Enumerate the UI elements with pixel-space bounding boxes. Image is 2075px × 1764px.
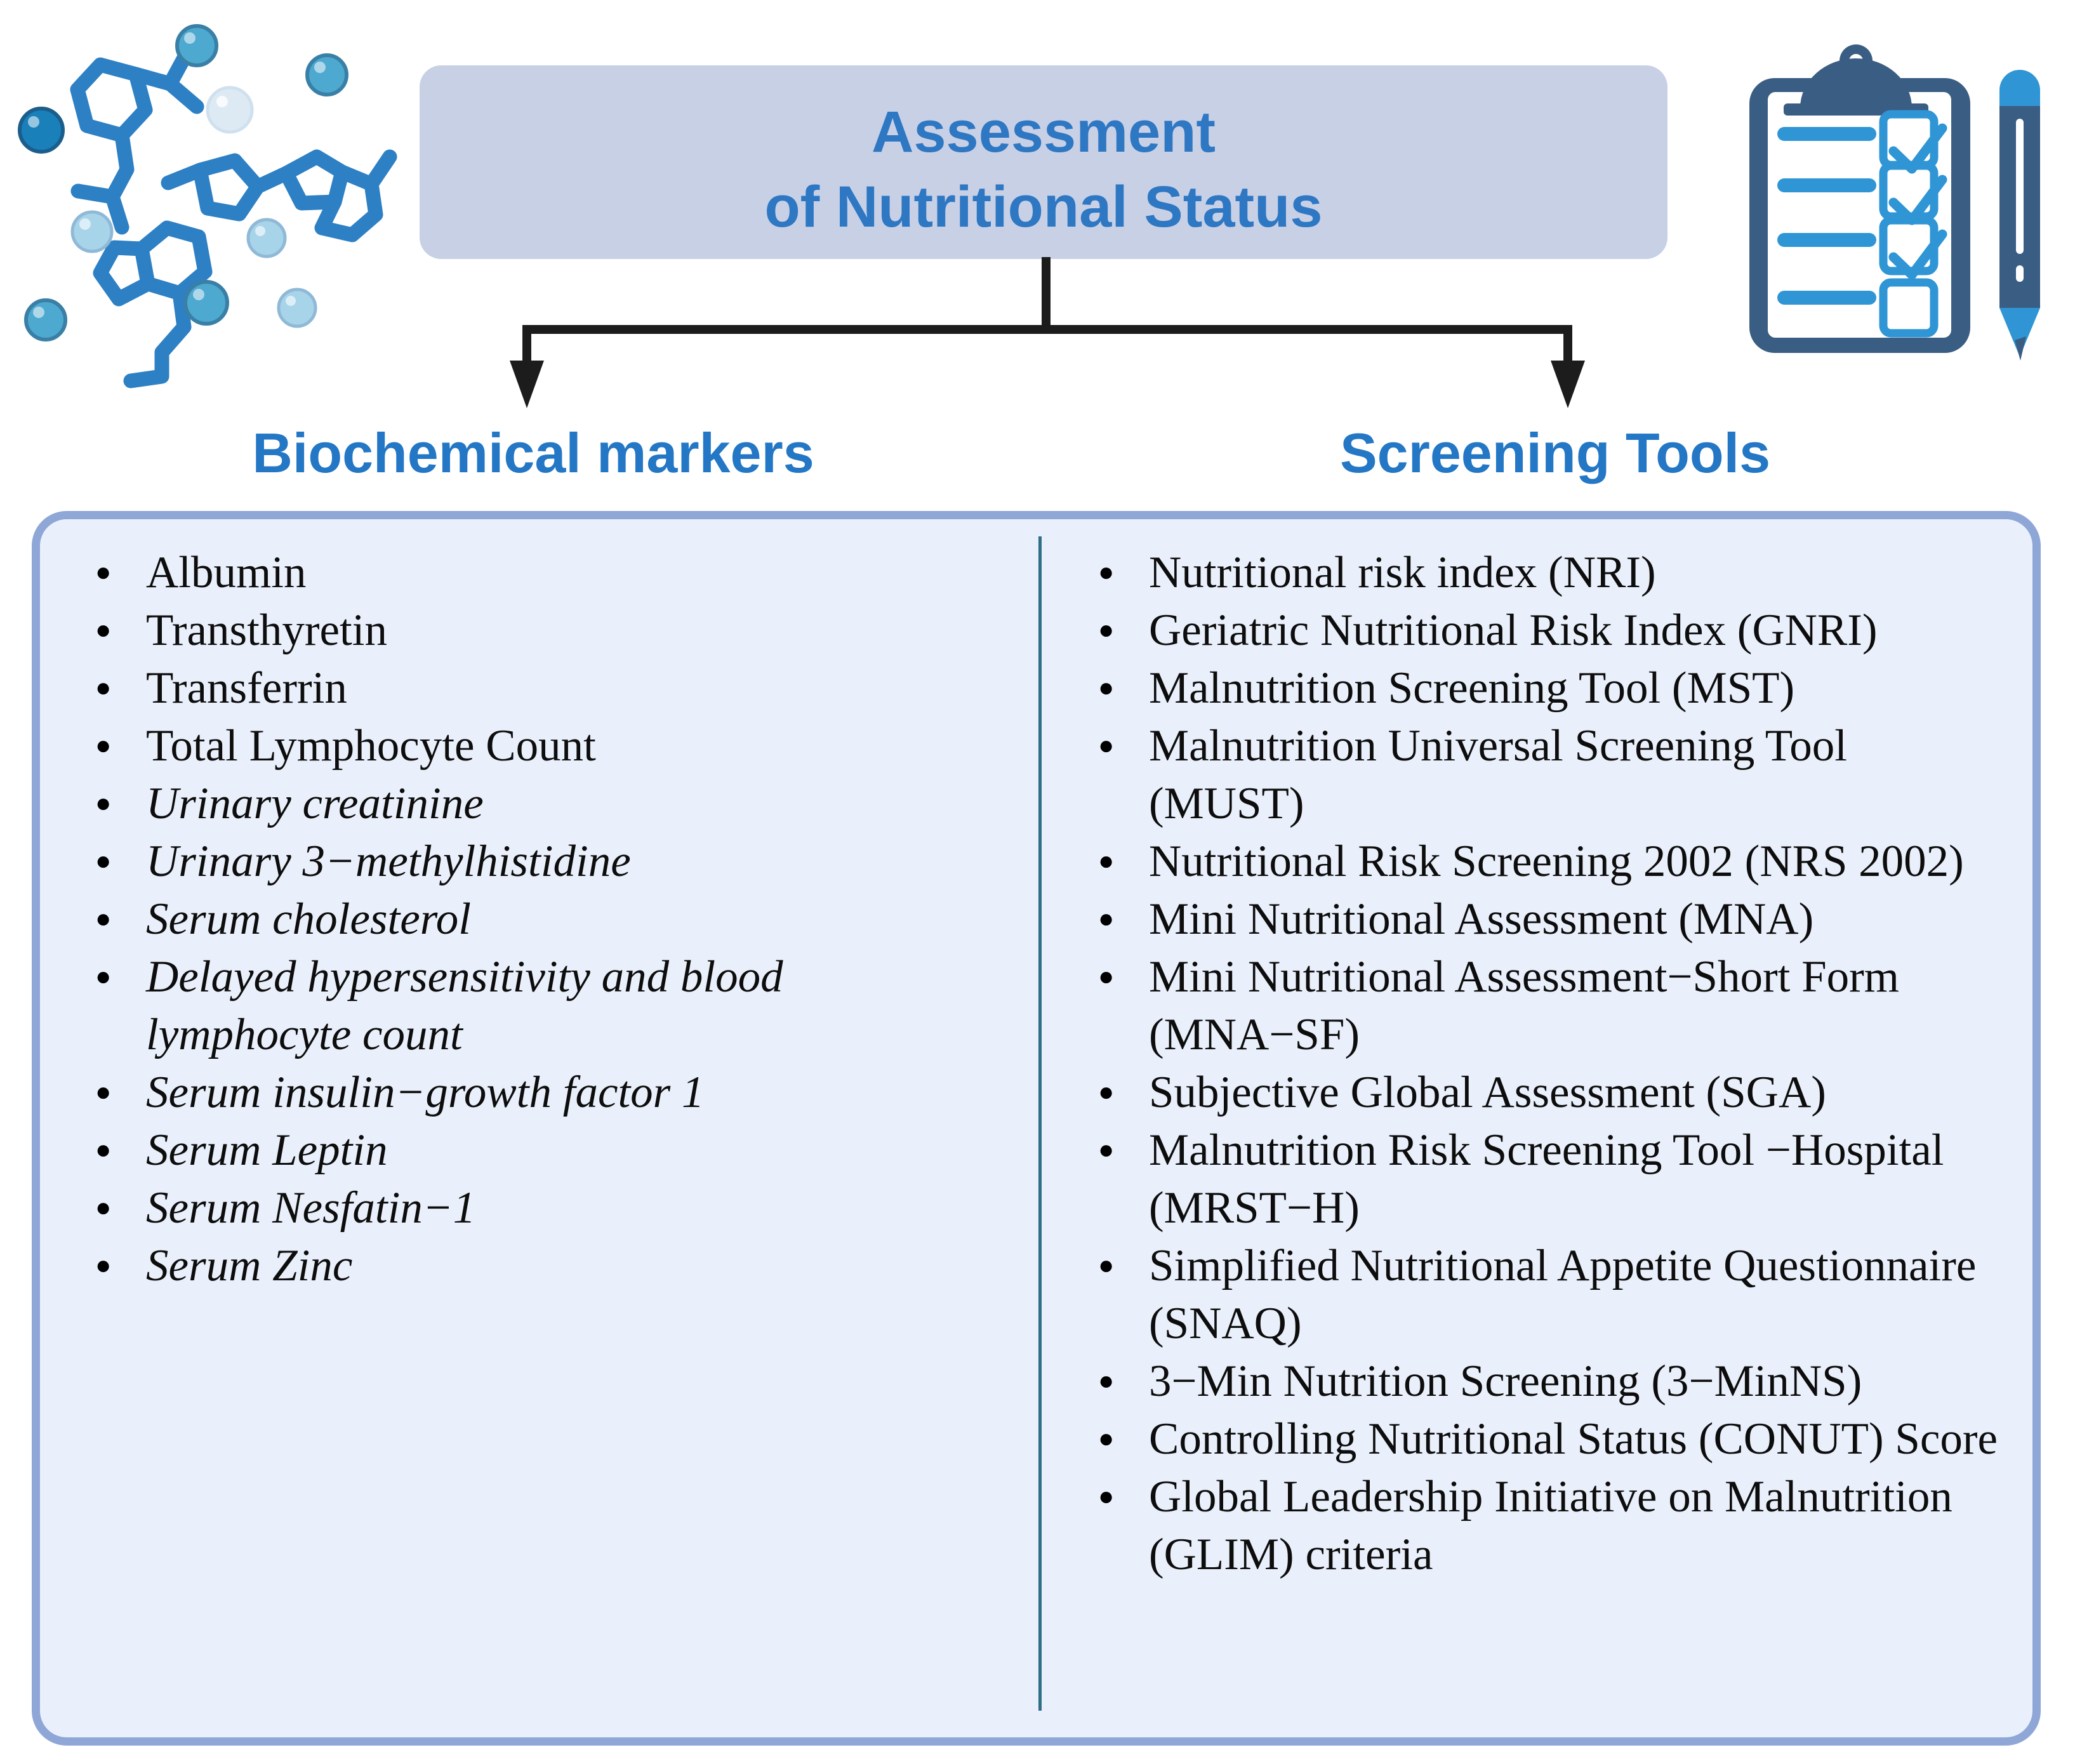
- list-item: Serum Nesfatin−1: [95, 1179, 997, 1237]
- page-title-line1: Assessment: [871, 99, 1216, 164]
- list-item: Nutritional risk index (NRI): [1098, 544, 2003, 602]
- biochemical-markers-list: AlbuminTransthyretinTransferrinTotal Lym…: [95, 544, 997, 1295]
- list-item: Global Leadership Initiative on Malnutri…: [1098, 1468, 2003, 1584]
- checkmarks: [1888, 123, 1947, 280]
- list-item: Controlling Nutritional Status (CONUT) S…: [1098, 1410, 2003, 1468]
- list-item: Subjective Global Assessment (SGA): [1098, 1064, 2003, 1122]
- list-item: Mini Nutritional Assessment (MNA): [1098, 891, 2003, 948]
- pen-icon: [1999, 70, 2040, 361]
- page-title-line2: of Nutritional Status: [764, 174, 1323, 239]
- column-header-screening-tools: Screening Tools: [1339, 421, 1771, 484]
- checkboxes: [1879, 110, 1947, 338]
- list-item: Urinary 3−methylhistidine: [95, 833, 997, 891]
- column-divider-line: [1038, 536, 1042, 1711]
- list-item: Malnutrition Universal Screening Tool (M…: [1098, 717, 2003, 833]
- list-item: Total Lymphocyte Count: [95, 717, 997, 775]
- list-item: Delayed hypersensitivity and blood lymph…: [95, 948, 997, 1064]
- molecule-skeletons: [70, 46, 397, 388]
- checklist-lines: [1777, 127, 1876, 305]
- screening-tools-list: Nutritional risk index (NRI)Geriatric Nu…: [1098, 544, 2003, 1584]
- list-item: Malnutrition Screening Tool (MST): [1098, 660, 2003, 717]
- list-item: Geriatric Nutritional Risk Index (GNRI): [1098, 602, 2003, 660]
- list-item: 3−Min Nutrition Screening (3−MinNS): [1098, 1353, 2003, 1410]
- list-item: Simplified Nutritional Appetite Question…: [1098, 1237, 2003, 1353]
- list-item: Serum cholesterol: [95, 891, 997, 948]
- branch-connector-arrows: [510, 257, 1585, 408]
- title-box: Assessment of Nutritional Status: [420, 65, 1667, 259]
- list-item: Malnutrition Risk Screening Tool −Hospit…: [1098, 1122, 2003, 1237]
- list-item: Mini Nutritional Assessment−Short Form (…: [1098, 948, 2003, 1064]
- list-item: Serum Zinc: [95, 1237, 997, 1295]
- list-item: Albumin: [95, 544, 997, 602]
- list-item: Nutritional Risk Screening 2002 (NRS 200…: [1098, 833, 2003, 891]
- list-item: Transthyretin: [95, 602, 997, 660]
- clipboard-checklist-icon: [1749, 44, 2040, 361]
- molecule-spheres: [18, 24, 348, 342]
- clipboard: [1749, 44, 1970, 353]
- arrowhead-right: [1551, 361, 1585, 408]
- list-item: Serum insulin−growth factor 1: [95, 1064, 997, 1122]
- molecules-icon: [18, 24, 397, 388]
- list-item: Transferrin: [95, 660, 997, 717]
- column-header-biochemical-markers: Biochemical markers: [252, 421, 814, 484]
- arrowhead-left: [510, 361, 544, 408]
- list-item: Urinary creatinine: [95, 775, 997, 833]
- list-item: Serum Leptin: [95, 1122, 997, 1179]
